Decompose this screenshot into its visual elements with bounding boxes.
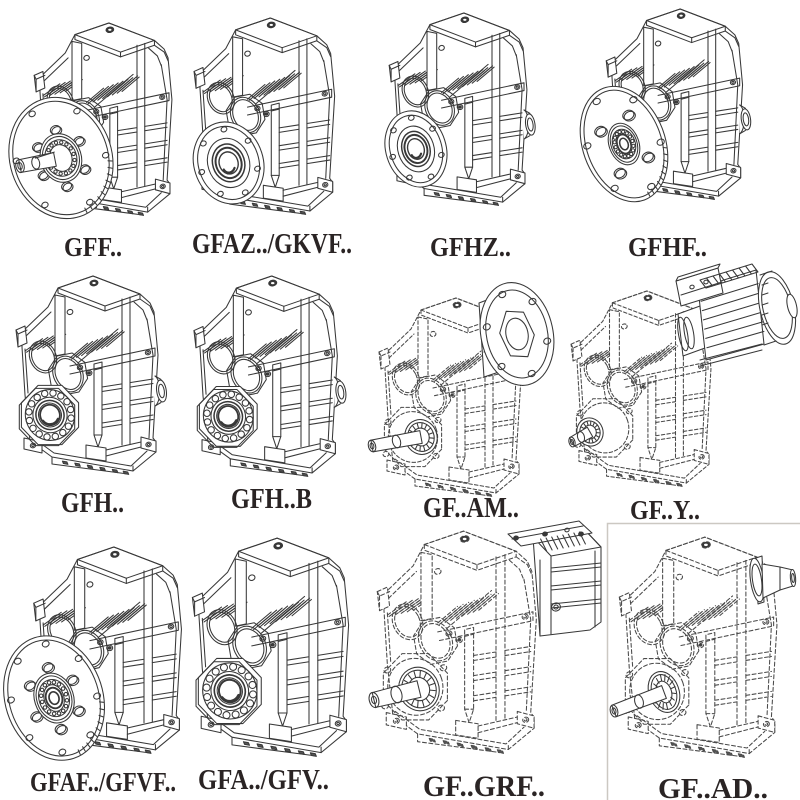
svg-text:GFH..B: GFH..B: [231, 484, 312, 515]
svg-text:GF..AM..: GF..AM..: [423, 493, 519, 524]
svg-text:GFHZ..: GFHZ..: [430, 232, 511, 262]
svg-text:GFH..: GFH..: [61, 488, 124, 519]
svg-text:GFAF../GFVF..: GFAF../GFVF..: [30, 767, 176, 797]
svg-text:GFF..: GFF..: [64, 232, 122, 262]
svg-text:GFA../GFV..: GFA../GFV..: [198, 765, 329, 796]
svg-text:GF..AD..: GF..AD..: [658, 773, 768, 800]
svg-text:GF..GRF..: GF..GRF..: [423, 770, 545, 800]
svg-text:GFHF..: GFHF..: [628, 232, 707, 262]
svg-text:GFAZ../GKVF..: GFAZ../GKVF..: [192, 229, 352, 260]
svg-text:GF..Y..: GF..Y..: [630, 495, 700, 525]
